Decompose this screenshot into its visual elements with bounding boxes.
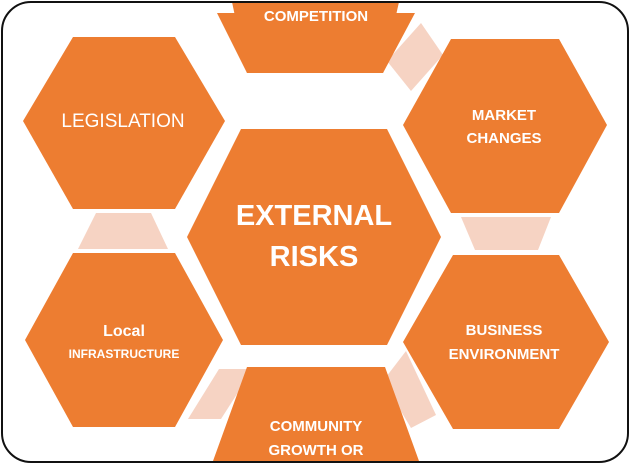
label-business-environment-line2: ENVIRONMENT bbox=[449, 346, 560, 363]
label-market-changes-line1: MARKET bbox=[472, 107, 536, 124]
connector-community-business bbox=[383, 351, 436, 428]
connector-local-community bbox=[188, 369, 253, 419]
label-market-changes-line2: CHANGES bbox=[466, 130, 541, 147]
external-risks-diagram: EXTERNAL RISKS COMPETITION LEGISLATION M… bbox=[23, 3, 609, 461]
hexagon-competition-bottom bbox=[217, 13, 415, 73]
connector-market-business bbox=[461, 217, 551, 250]
connector-competition-market bbox=[387, 23, 443, 91]
center-hexagon bbox=[187, 129, 441, 345]
hexagon-business-environment bbox=[403, 255, 609, 429]
hexagon-community-growth bbox=[213, 367, 419, 461]
label-local-infrastructure-line1: Local bbox=[103, 323, 145, 340]
hexagon-local-infrastructure bbox=[25, 253, 223, 427]
hexagon-market-changes bbox=[403, 39, 607, 213]
hexagon-legislation bbox=[23, 37, 225, 209]
label-local-infrastructure-line2: INFRASTRUCTURE bbox=[69, 347, 180, 361]
connector-legislation-local bbox=[78, 213, 168, 249]
label-community-growth-line1: COMMUNITY bbox=[270, 418, 363, 435]
label-competition: COMPETITION bbox=[264, 8, 368, 25]
center-title-line2: RISKS bbox=[270, 241, 359, 273]
label-business-environment-line1: BUSINESS bbox=[466, 322, 543, 339]
label-community-growth-line2: GROWTH OR bbox=[269, 442, 364, 459]
label-legislation: LEGISLATION bbox=[61, 111, 184, 132]
center-title-line1: EXTERNAL bbox=[236, 200, 392, 232]
